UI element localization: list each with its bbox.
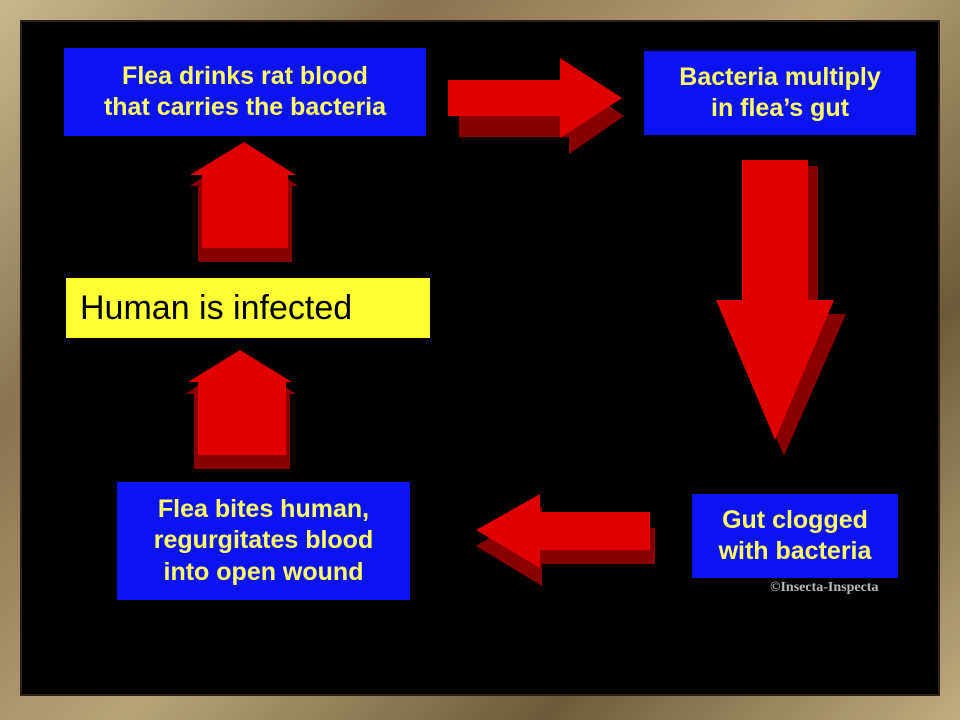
- step-text-line: Flea bites human,: [157, 495, 370, 524]
- arrow-up-upper: [190, 142, 298, 262]
- step-flea-drinks-blood: Flea drinks rat blood that carries the b…: [64, 48, 426, 136]
- arrow-left: [476, 494, 655, 586]
- step-gut-clogged: Gut clogged with bacteria: [692, 494, 898, 578]
- step-text-line: with bacteria: [718, 537, 872, 565]
- step-text-line: that carries the bacteria: [103, 93, 387, 121]
- arrow-right: [448, 58, 624, 154]
- step-text-line: Flea drinks rat blood: [122, 61, 368, 90]
- step-text-line: in flea’s gut: [711, 94, 849, 122]
- step-text-line: Gut clogged: [722, 505, 868, 534]
- human-infected-label: Human is infected: [66, 278, 430, 338]
- copyright-credit: ©Insecta-Inspecta: [770, 580, 879, 595]
- step-text-line: regurgitates blood: [153, 526, 374, 555]
- step-text-line: Bacteria multiply: [679, 62, 881, 91]
- step-text-line: into open wound: [163, 557, 364, 586]
- step-bacteria-multiply: Bacteria multiply in flea’s gut: [644, 51, 916, 135]
- arrow-down: [716, 160, 846, 456]
- arrow-up-lower: [186, 350, 296, 469]
- step-flea-bites-human: Flea bites human, regurgitates blood int…: [117, 482, 410, 600]
